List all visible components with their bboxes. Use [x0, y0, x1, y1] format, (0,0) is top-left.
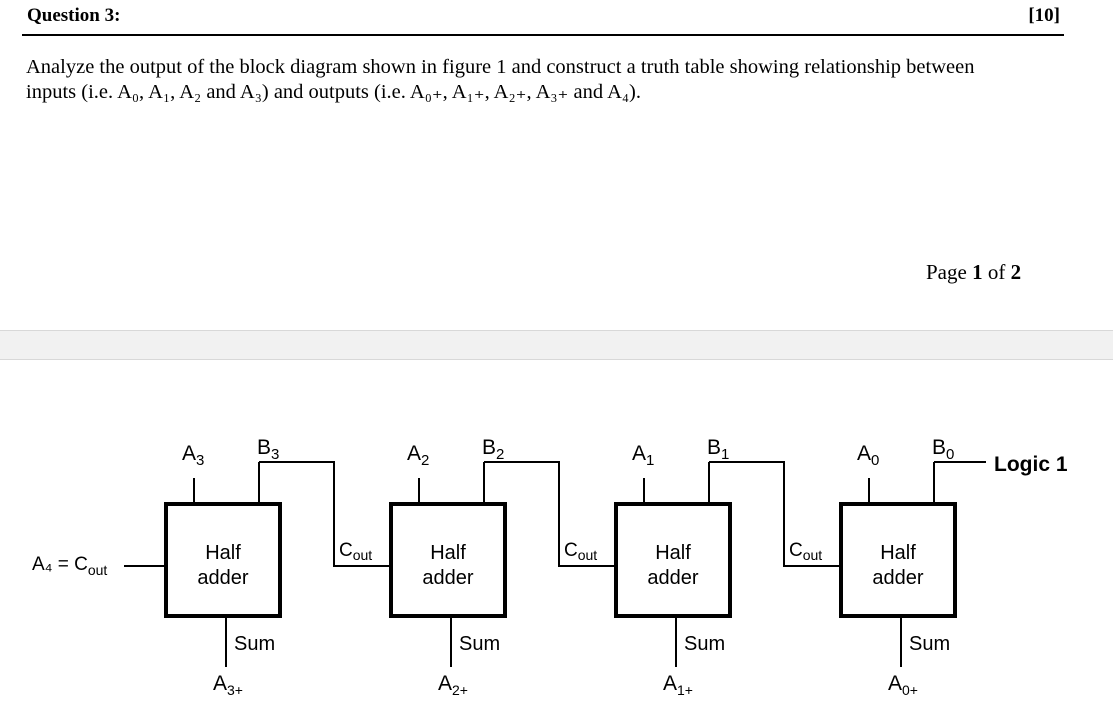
block-label-half: Half: [880, 542, 916, 564]
b-input-label: B0: [932, 436, 954, 463]
page-of: of: [982, 260, 1011, 284]
a-input-label: A2: [407, 442, 429, 469]
question-title: Question 3:: [27, 5, 121, 26]
a-input-label: A3: [182, 442, 204, 469]
logic-1-input: Logic 1: [956, 453, 1068, 476]
block-label-adder: adder: [647, 567, 698, 589]
block-label-half: Half: [655, 542, 691, 564]
sum-label: Sum: [909, 633, 950, 655]
block-label-adder: adder: [872, 567, 923, 589]
question-line-1: Analyze the output of the block diagram …: [26, 56, 975, 78]
sum-output-label: A2+: [438, 672, 468, 698]
cout-label: Cout: [339, 540, 372, 563]
half-adder-box: [164, 502, 282, 618]
block-label-half: Half: [430, 542, 466, 564]
b-input-label: B2: [482, 436, 504, 463]
half-adder-box: [389, 502, 507, 618]
question-header: Question 3: [10]: [22, 0, 1064, 36]
carry-wire: [709, 461, 841, 567]
half-adder-box: [614, 502, 732, 618]
half-adder-box: [839, 502, 957, 618]
sum-label: Sum: [234, 633, 275, 655]
page-total: 2: [1010, 260, 1022, 284]
sum-output-label: A0+: [888, 672, 918, 698]
logic-1-label: Logic 1: [994, 453, 1068, 476]
block-label-half: Half: [205, 542, 241, 564]
question-line-2: inputs (i.e. A₀, A₁, A₂ and A₃) and outp…: [26, 81, 641, 103]
page-number: Page 1 of 2: [926, 260, 1021, 285]
page-current: 1: [972, 260, 983, 284]
a4-label: A₄ = Cout: [32, 554, 107, 578]
page-prefix: Page: [926, 260, 973, 284]
carry-wire: [259, 461, 391, 567]
cout-label: Cout: [789, 540, 822, 563]
question-text: Analyze the output of the block diagram …: [26, 55, 1066, 105]
sum-output-label: A1+: [663, 672, 693, 698]
a-input-label: A0: [857, 442, 879, 469]
b-input-label: B3: [257, 436, 279, 463]
a-input-label: A1: [632, 442, 654, 469]
page-break: [0, 330, 1113, 360]
question-marks: [10]: [1028, 5, 1060, 26]
sum-output-label: A3+: [213, 672, 243, 698]
carry-wire: [484, 461, 616, 567]
sum-label: Sum: [459, 633, 500, 655]
block-label-adder: adder: [197, 567, 248, 589]
a4-output: A₄ = Cout: [32, 554, 166, 578]
sum-label: Sum: [684, 633, 725, 655]
block-label-adder: adder: [422, 567, 473, 589]
b-input-label: B1: [707, 436, 729, 463]
cout-label: Cout: [564, 540, 597, 563]
